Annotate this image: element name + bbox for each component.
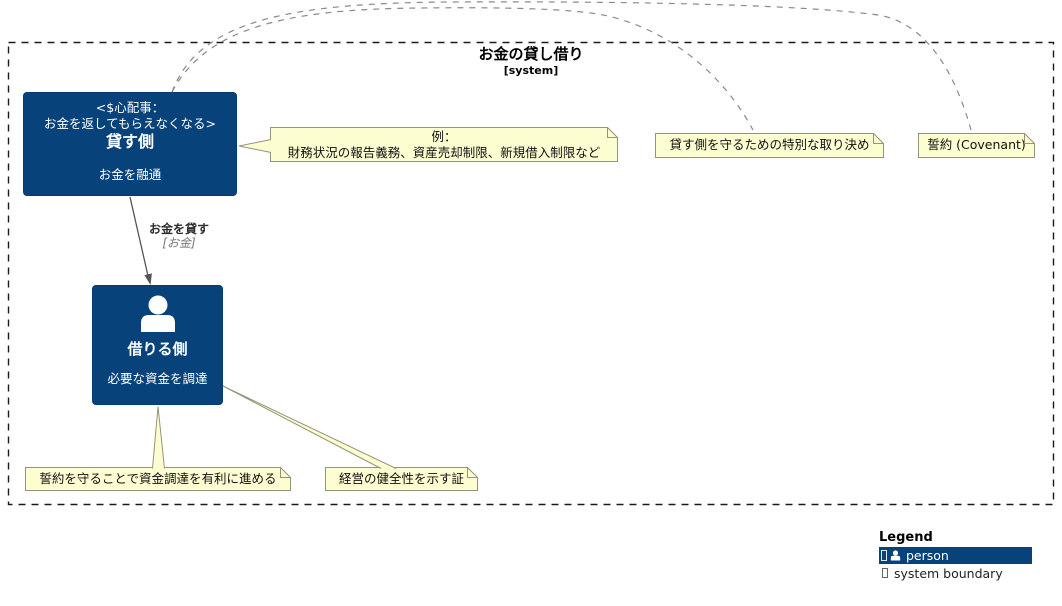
note-fold-icon — [467, 467, 478, 478]
legend: Legend person system boundary — [879, 530, 1032, 581]
relationship-arrowhead-icon — [144, 273, 152, 285]
lender-description: お金を融通 — [98, 167, 162, 182]
note-proof-text: 経営の健全性を示す証 — [338, 471, 464, 486]
lender-name: 貸す側 — [105, 132, 154, 151]
note-advantage: 誓約を守ることで資金調達を有利に進める — [25, 467, 291, 491]
person-icon — [140, 295, 175, 332]
note-proof: 経営の健全性を示す証 — [325, 467, 478, 491]
note-example-line1: 例： — [431, 129, 457, 144]
relationship-text: お金を貸す — [148, 222, 209, 236]
legend-person-row: person — [879, 547, 1032, 564]
person-icon — [890, 550, 901, 561]
lender-person-box: <$心配事： お金を返してもらえなくなる> 貸す側 お金を融通 — [23, 92, 237, 196]
missing-glyph-icon — [882, 568, 888, 578]
note-tail-advantage — [152, 406, 165, 469]
legend-person-label: person — [906, 548, 949, 563]
relationship-technology: [お金] — [162, 236, 196, 250]
note-example-line2: 財務状況の報告義務、資産売却制限、新規借入制限など — [287, 145, 601, 160]
note-covenant: 誓約 (Covenant) — [918, 133, 1035, 158]
missing-glyph-icon — [881, 550, 887, 561]
relationship-label: お金を貸す [お金] — [141, 222, 217, 250]
system-boundary-title: お金の貸し借り [system] — [8, 45, 1054, 77]
note-tail-example — [238, 139, 272, 153]
diagram-subtitle: [system] — [503, 64, 559, 77]
legend-boundary-row: system boundary — [879, 565, 1032, 581]
note-example: 例： 財務状況の報告義務、資産売却制限、新規借入制限など — [270, 127, 618, 162]
note-special-agreement-text: 貸す側を守るための特別な取り決め — [669, 137, 870, 152]
lender-annotation-line1: <$心配事： — [95, 100, 165, 115]
note-covenant-text: 誓約 (Covenant) — [927, 137, 1026, 152]
note-advantage-text: 誓約を守ることで資金調達を有利に進める — [39, 471, 277, 486]
note-fold-icon — [607, 127, 618, 138]
legend-title: Legend — [879, 530, 933, 545]
diagram-title: お金の貸し借り — [478, 45, 584, 63]
note-fold-icon — [280, 467, 291, 478]
borrower-name: 借りる側 — [127, 340, 188, 358]
lender-annotation: <$心配事： お金を返してもらえなくなる> — [24, 93, 236, 132]
borrower-description: 必要な資金を調達 — [107, 371, 208, 386]
lender-annotation-line2: お金を返してもらえなくなる> — [44, 116, 216, 131]
note-fold-icon — [873, 133, 884, 144]
legend-boundary-label: system boundary — [894, 565, 1003, 581]
note-special-agreement: 貸す側を守るための特別な取り決め — [655, 133, 884, 158]
note-fold-icon — [1024, 133, 1035, 144]
borrower-person-box: 借りる側 必要な資金を調達 — [92, 285, 223, 405]
note-tail-proof — [222, 385, 397, 469]
